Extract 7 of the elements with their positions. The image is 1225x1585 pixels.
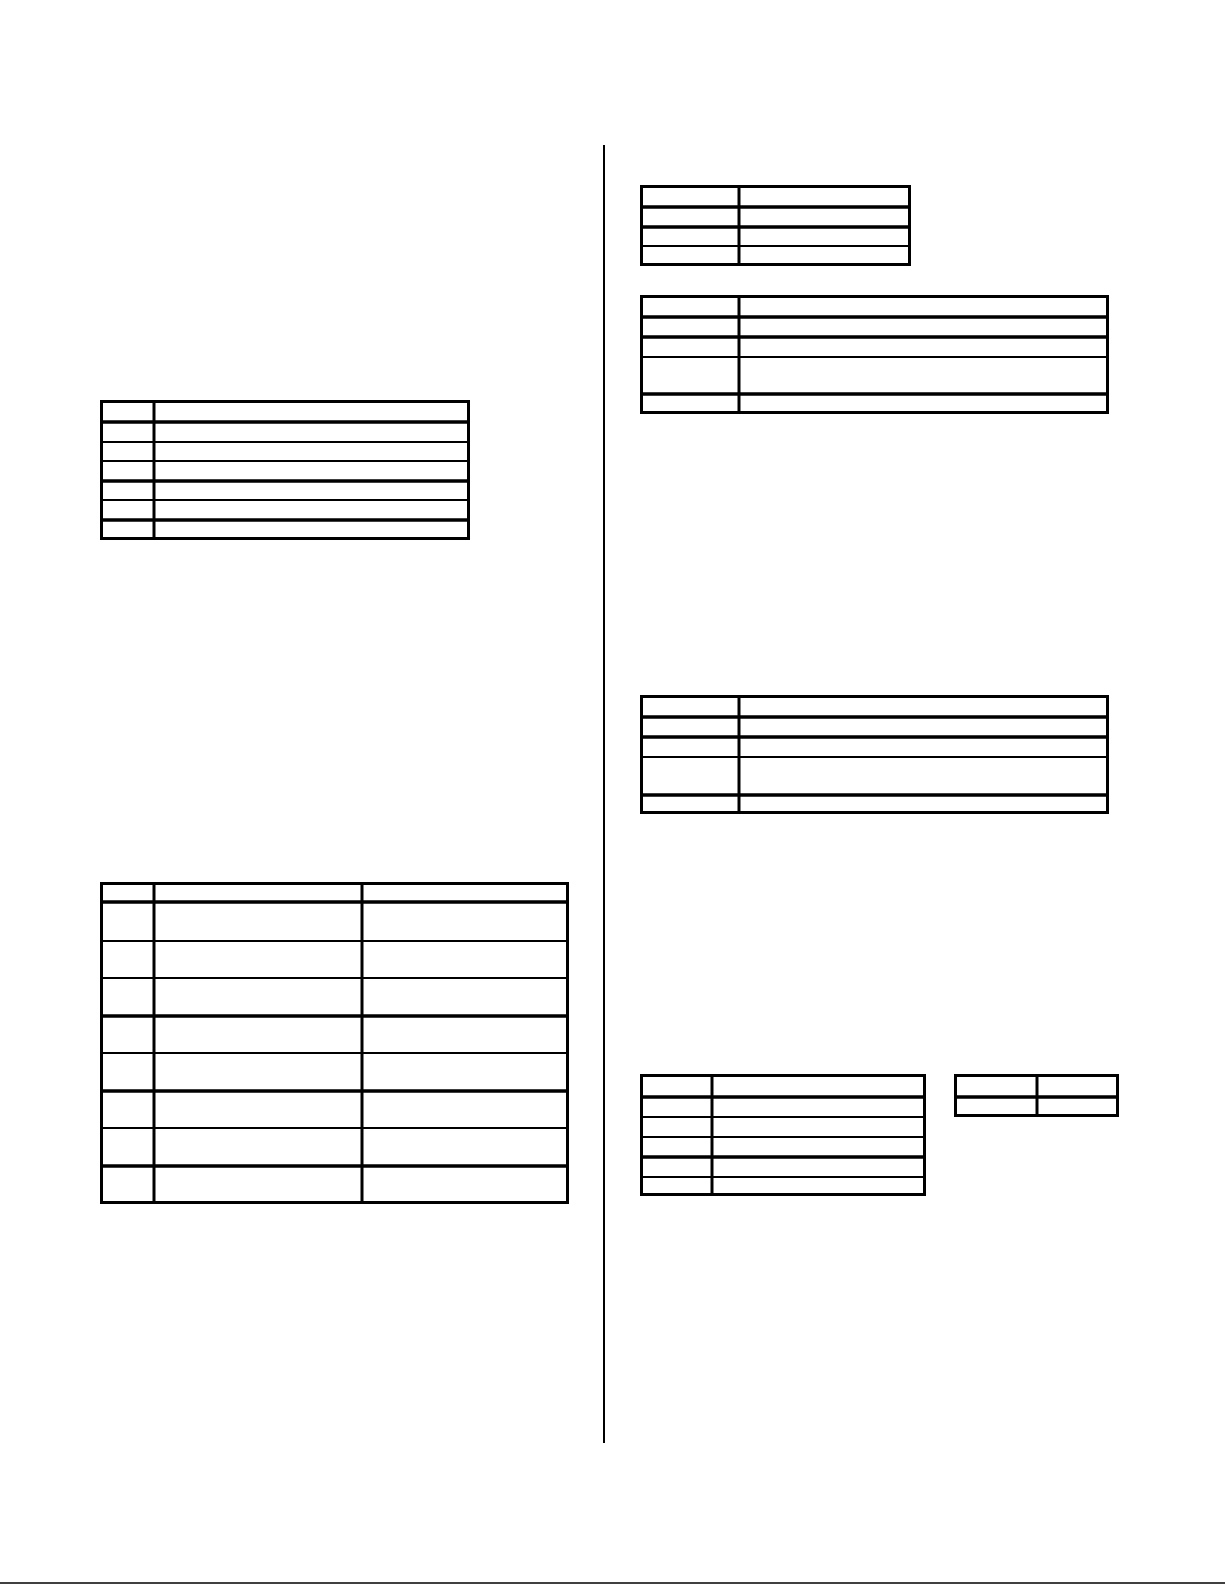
blank-table — [640, 1074, 926, 1196]
blank-table — [100, 400, 470, 540]
blank-table — [640, 295, 1109, 414]
blank-table — [954, 1074, 1119, 1117]
blank-table — [100, 882, 569, 1204]
blank-table — [640, 695, 1109, 814]
blank-table — [640, 185, 911, 266]
